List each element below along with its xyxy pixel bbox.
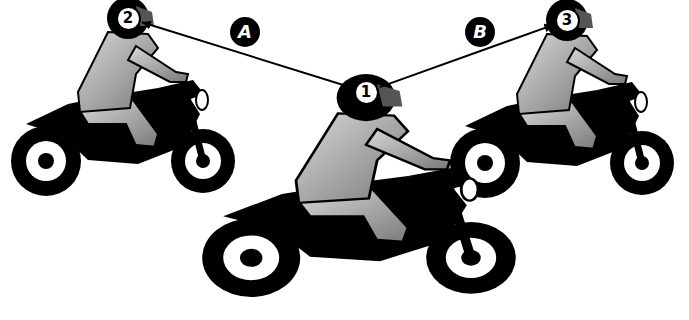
rider-one-figure [202, 74, 516, 297]
helmet-number: 2 [116, 6, 141, 31]
callout-number: 3 [562, 13, 572, 28]
callout-number: 2 [123, 11, 133, 26]
path-letter: A [230, 17, 260, 47]
path-letter: B [465, 17, 495, 47]
helmet-number: 3 [555, 8, 580, 33]
rider-three-figure [450, 0, 674, 198]
rider-two-figure [11, 0, 235, 196]
callout-number: 1 [361, 85, 371, 100]
helmet-number: 1 [354, 80, 379, 105]
